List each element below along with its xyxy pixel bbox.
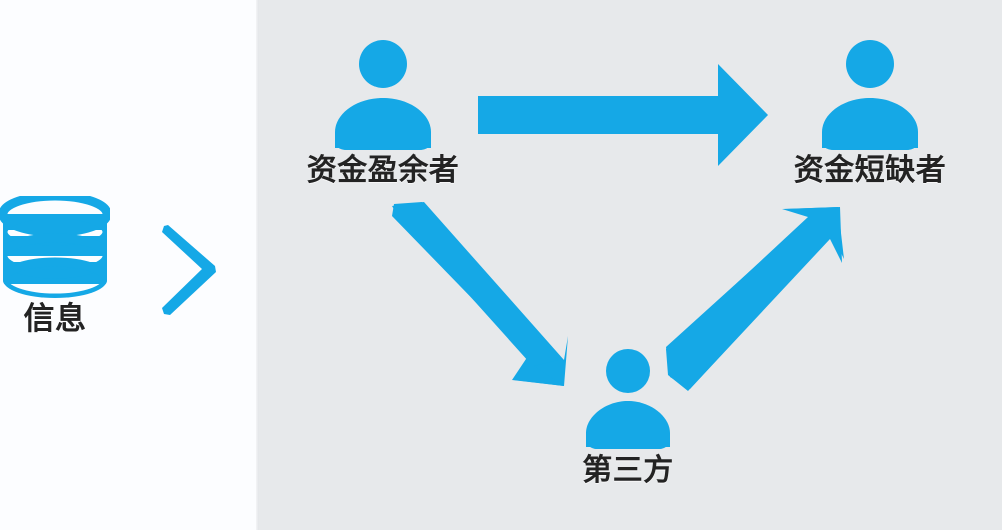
node-third-party: 第三方 xyxy=(568,347,688,497)
node-third-party-label: 第三方 xyxy=(582,454,674,487)
person-icon xyxy=(586,349,670,449)
person-icon xyxy=(335,40,431,150)
arrow-up-right-icon xyxy=(662,205,858,395)
node-surplus-party: 资金盈余者 xyxy=(295,36,471,196)
arrow-down-right-icon xyxy=(378,200,578,390)
information-source-node: 信息 xyxy=(0,196,110,346)
panel-divider xyxy=(256,0,259,530)
node-shortage-party-label: 资金短缺者 xyxy=(793,154,947,187)
chevron-right-icon xyxy=(158,222,222,318)
node-surplus-party-label: 资金盈余者 xyxy=(306,154,460,187)
arrow-right-icon xyxy=(472,58,772,174)
database-cylinder-icon xyxy=(0,196,110,298)
information-label: 信息 xyxy=(23,301,87,336)
person-icon xyxy=(822,40,918,150)
node-shortage-party: 资金短缺者 xyxy=(782,36,958,196)
